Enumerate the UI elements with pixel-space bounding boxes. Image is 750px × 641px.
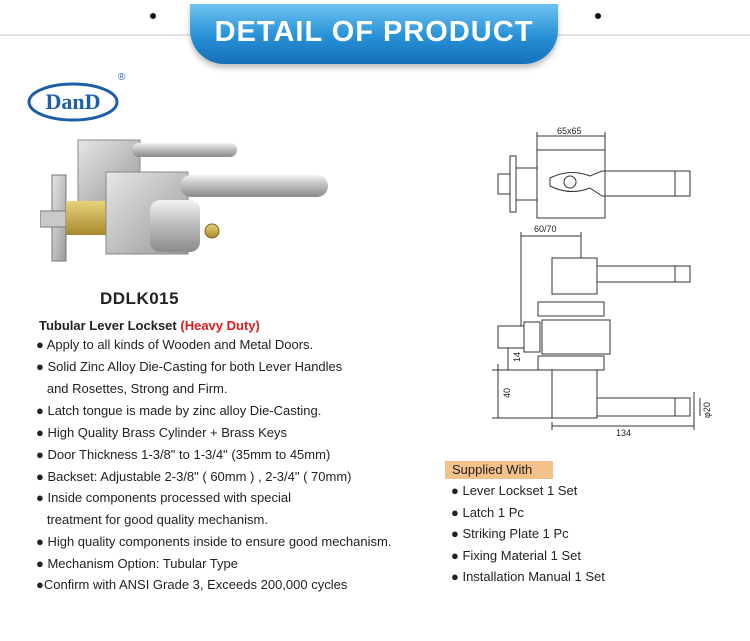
product-image — [40, 139, 328, 262]
dim-length: 134 — [616, 428, 631, 436]
feature-item: ● Mechanism Option: Tubular Type — [36, 556, 238, 571]
feature-item: ● Solid Zinc Alloy Die-Casting for both … — [36, 359, 343, 374]
product-subtitle: Tubular Lever Lockset (Heavy Duty) — [39, 318, 260, 333]
supplied-item: ● Installation Manual 1 Set — [451, 569, 605, 584]
brand-logo — [27, 82, 119, 122]
header-banner: DETAIL OF PRODUCT — [190, 4, 558, 64]
feature-item: ● High quality components inside to ensu… — [36, 534, 392, 549]
feature-item: and Rosettes, Strong and Firm. — [36, 381, 228, 396]
feature-item: treatment for good quality mechanism. — [36, 512, 268, 527]
technical-drawing: 65x65 60/70 14 40 134 φ20 — [492, 126, 712, 436]
dim-diameter: φ20 — [702, 402, 712, 418]
feature-item: ● Door Thickness 1-3/8" to 1-3/4" (35mm … — [36, 447, 331, 462]
supplied-item: ● Latch 1 Pc — [451, 505, 524, 520]
page-title: DETAIL OF PRODUCT — [214, 16, 534, 48]
decor-dot — [595, 13, 601, 19]
feature-item: ●Confirm with ANSI Grade 3, Exceeds 200,… — [36, 577, 348, 592]
registered-mark: ® — [118, 72, 126, 83]
decor-dot — [150, 13, 156, 19]
feature-item: ● Latch tongue is made by zinc alloy Die… — [36, 403, 322, 418]
product-model: DDLK015 — [100, 289, 180, 308]
feature-item: ● Backset: Adjustable 2-3/8" ( 60mm ) , … — [36, 469, 352, 484]
dim-14: 14 — [512, 352, 522, 362]
dim-40: 40 — [502, 388, 512, 398]
supplied-title: Supplied With — [445, 461, 553, 479]
dim-backset: 60/70 — [534, 224, 557, 234]
brand-logo-text: DanD — [45, 89, 101, 114]
supplied-item: ● Lever Lockset 1 Set — [451, 483, 578, 498]
feature-item: ● Apply to all kinds of Wooden and Metal… — [36, 337, 314, 352]
supplied-item: ● Striking Plate 1 Pc — [451, 526, 569, 541]
subtitle-accent: (Heavy Duty) — [180, 318, 260, 333]
supplied-item: ● Fixing Material 1 Set — [451, 548, 581, 563]
dim-rose: 65x65 — [557, 126, 582, 136]
feature-item: ● High Quality Brass Cylinder + Brass Ke… — [36, 425, 287, 440]
subtitle-main: Tubular Lever Lockset — [39, 318, 177, 333]
feature-item: ● Inside components processed with speci… — [36, 490, 291, 505]
